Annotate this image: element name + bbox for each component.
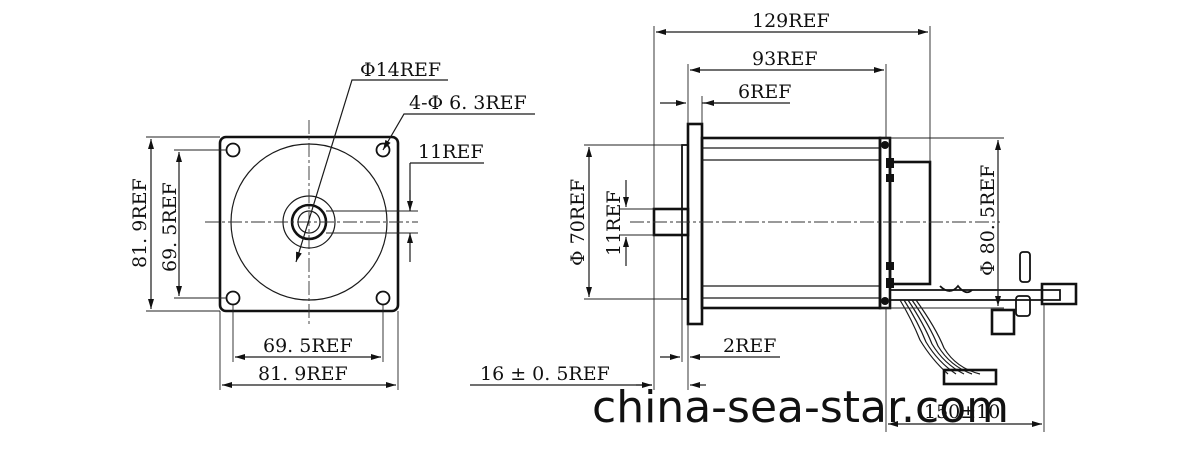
side-flange bbox=[686, 122, 704, 326]
body-length-label: 93REF bbox=[752, 48, 818, 70]
flange-width-label: 81. 9REF bbox=[258, 363, 348, 385]
holes-label: 4-Φ 6. 3REF bbox=[409, 92, 527, 114]
pilot-height-label: 2REF bbox=[723, 335, 776, 357]
overall-length-label: 129REF bbox=[752, 10, 830, 32]
watermark-text: china-sea-star.com bbox=[592, 382, 1009, 433]
hole-pitch-horizontal-label: 69. 5REF bbox=[263, 335, 353, 357]
body-diameter-label: Φ 80. 5REF bbox=[977, 165, 999, 276]
hole-pitch-vertical-label: 69. 5REF bbox=[159, 182, 181, 272]
motor-body bbox=[700, 136, 882, 310]
mounting-hole-tl bbox=[225, 142, 241, 158]
shaft-length-label: 16 ± 0. 5REF bbox=[480, 363, 610, 385]
flange-thickness-label: 6REF bbox=[738, 81, 791, 103]
flange-height-label: 81. 9REF bbox=[129, 178, 151, 268]
pilot-diameter-label: Φ 70REF bbox=[567, 179, 589, 266]
flat-width-label: 11REF bbox=[418, 141, 484, 163]
mounting-hole-bl bbox=[225, 290, 241, 306]
side-view: 129REF 93REF 6REF Φ 70REF 11REF 2REF bbox=[470, 10, 1078, 432]
front-view: Φ14REF 4-Φ 6. 3REF 11REF 81. 9REF 69. 5R… bbox=[129, 59, 535, 390]
shaft-flat-label: 11REF bbox=[603, 190, 625, 256]
rear-cover bbox=[888, 160, 932, 286]
mounting-hole-br bbox=[375, 290, 391, 306]
lead-length-label: 150±10 bbox=[924, 401, 1000, 423]
shaft-diameter-label: Φ14REF bbox=[360, 59, 441, 81]
